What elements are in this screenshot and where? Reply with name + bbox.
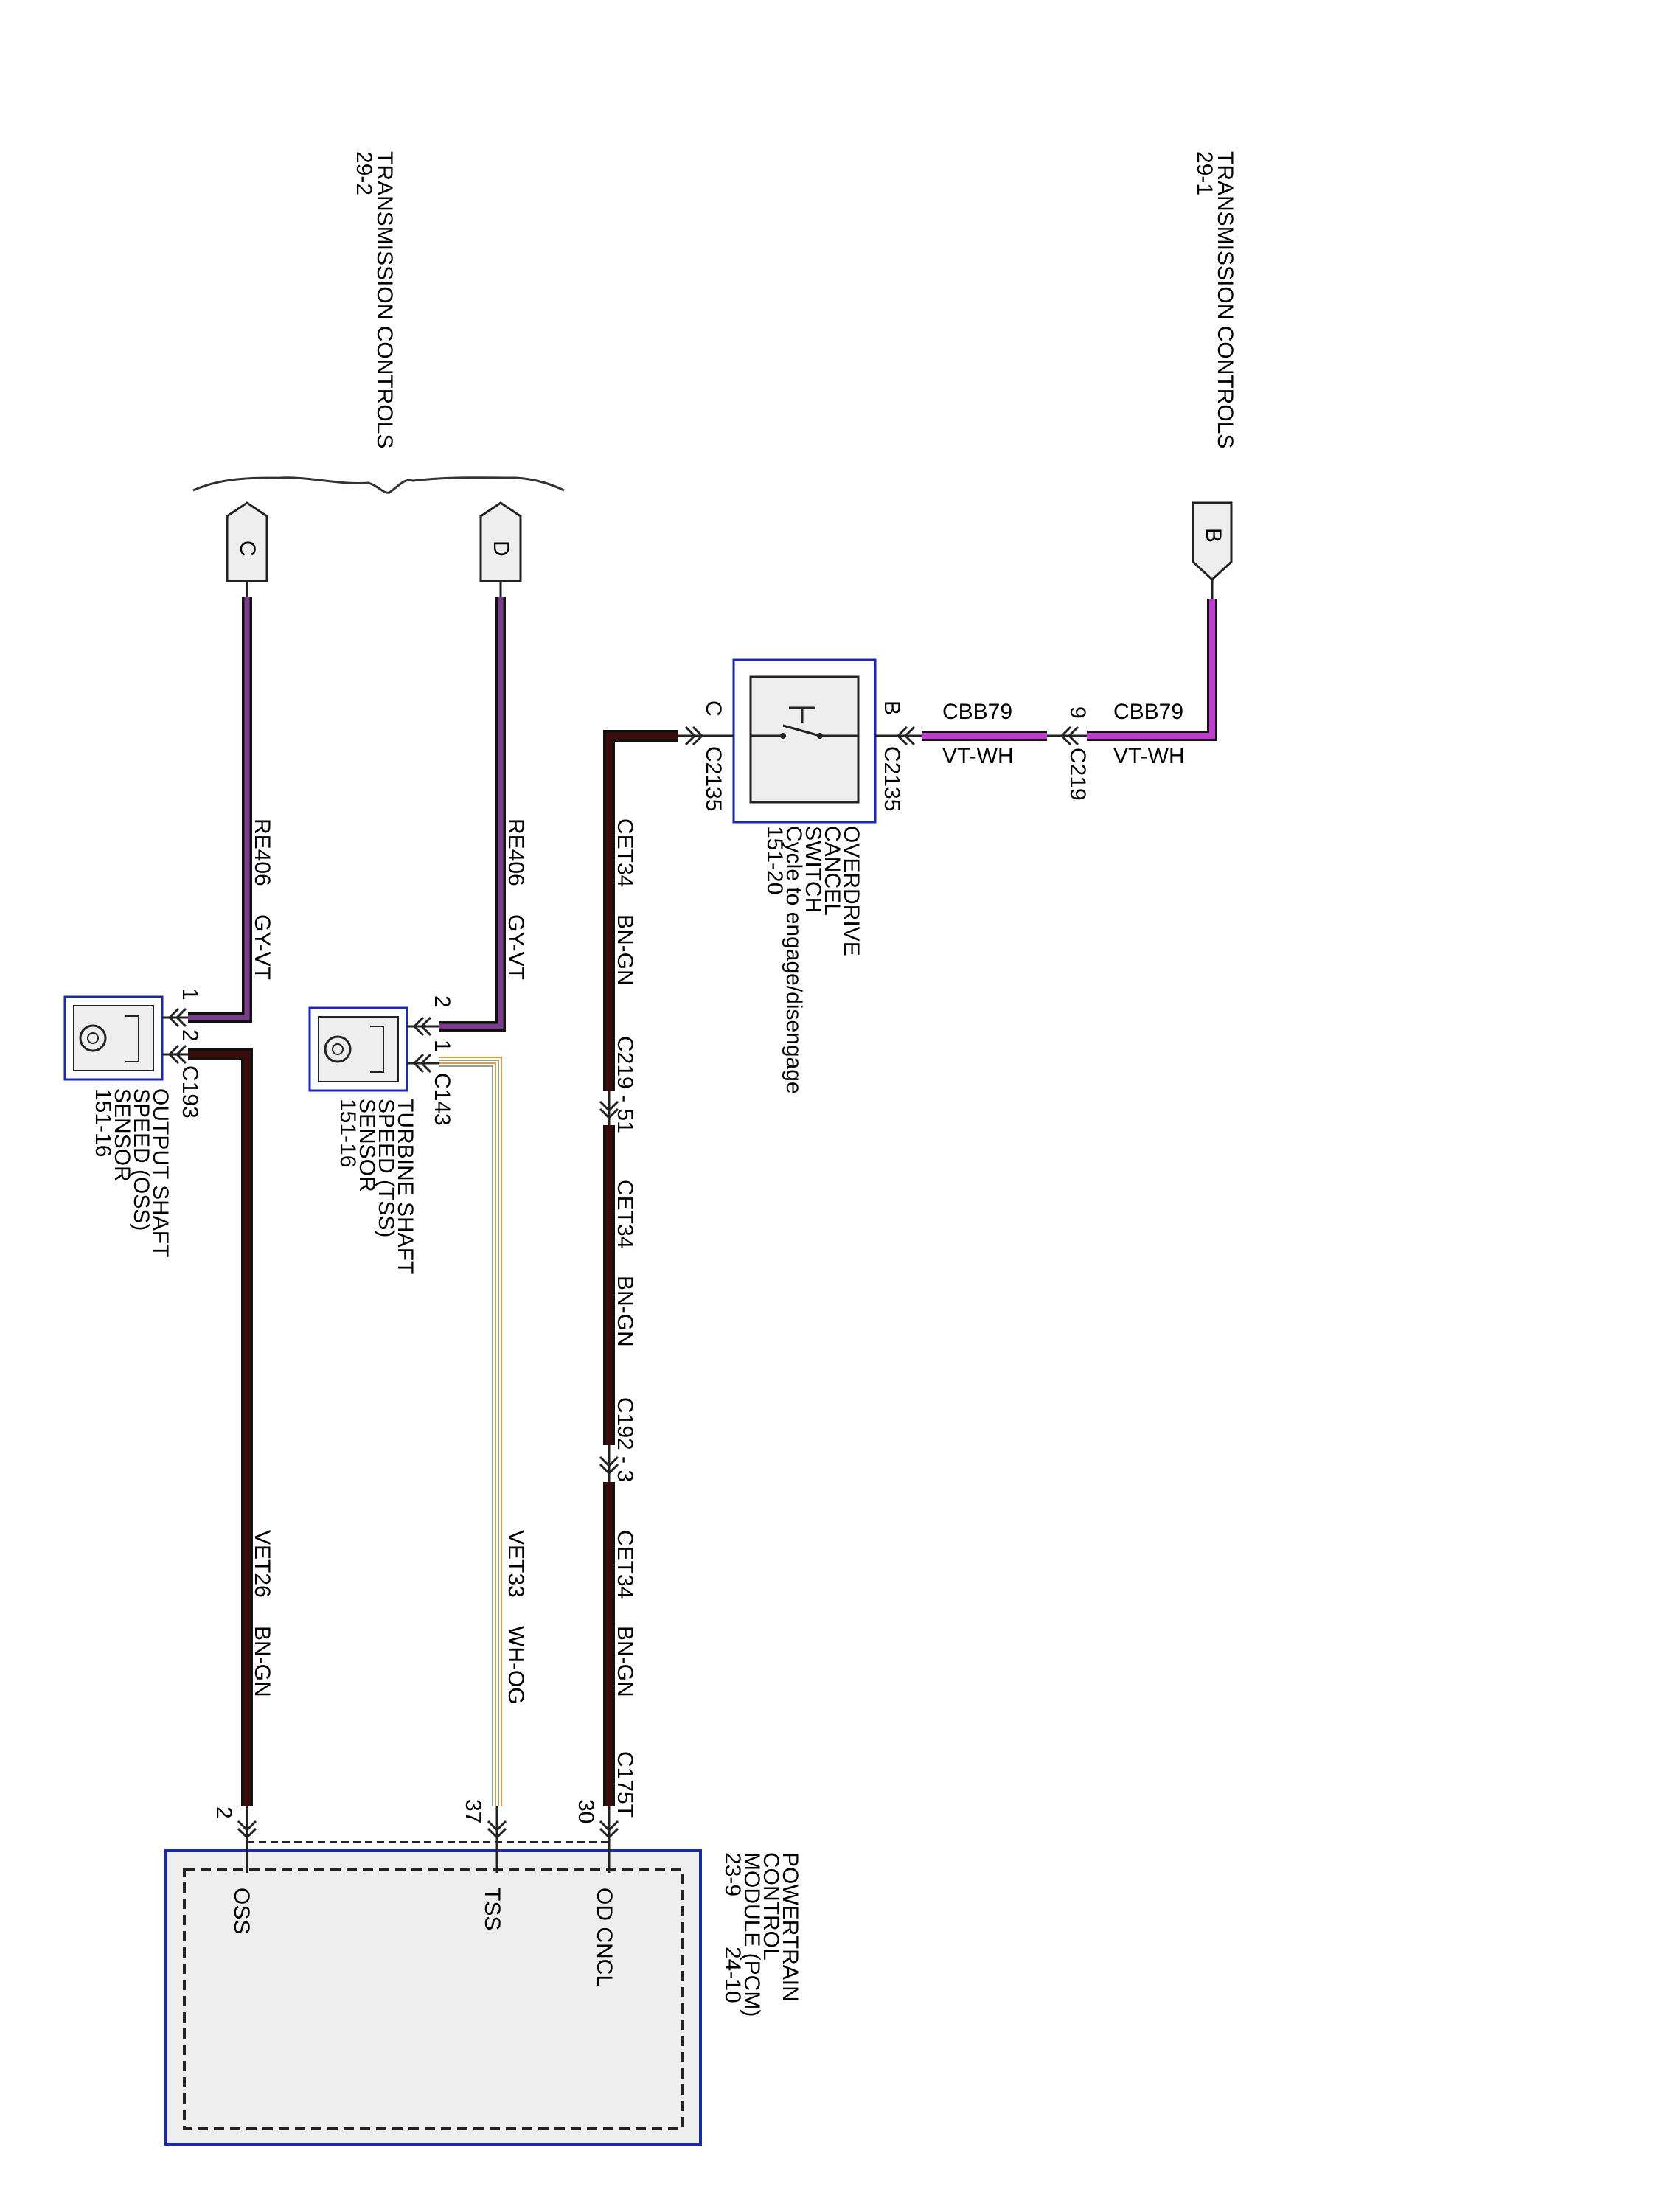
re406-d-color: GY-VT: [504, 914, 528, 980]
pcm-pin-od-label: OD CNCL: [592, 1888, 616, 1987]
wire-vet33: [439, 1057, 502, 1806]
cbb79-lower-color: VT-WH: [942, 744, 1014, 768]
tss-name-line2: SPEED (TSS): [374, 1099, 398, 1237]
tss-sensor[interactable]: [308, 1006, 439, 1092]
vet26-circuit: VET26: [250, 1530, 274, 1598]
re406-c-color: GY-VT: [250, 914, 274, 980]
pcm-pin-oss-num: 2: [212, 1806, 236, 1819]
cet34-c-circuit: CET34: [613, 1530, 637, 1599]
pcm-pin-od[interactable]: [599, 1806, 619, 1873]
tss-name-line4: 151-16: [335, 1099, 360, 1167]
tss-name-line1: TURBINE SHAFT: [393, 1099, 417, 1274]
ref-right-line2: 29-1: [1192, 151, 1217, 195]
cet34-b-circuit: CET34: [613, 1180, 637, 1248]
wire-vet26: [188, 1048, 253, 1806]
oss-conn: C193: [178, 1065, 202, 1119]
wire-re406-d: [439, 581, 506, 1032]
oss-pin1: 1: [178, 988, 202, 1001]
oss-name-line3: SENSOR: [110, 1088, 134, 1182]
wire-cet34: [603, 730, 678, 1806]
pcm-pin-od-num: 30: [574, 1799, 598, 1823]
switch-name-line2: CANCEL: [820, 826, 844, 916]
switch-pin-b: B: [880, 700, 904, 715]
offpage-connector-b[interactable]: B: [1192, 501, 1233, 582]
offpage-connector-c[interactable]: C: [226, 501, 268, 582]
tss-pin1: 1: [430, 1040, 454, 1052]
switch-name-line3: SWITCH: [801, 826, 825, 913]
switch-pin-c: C: [701, 700, 726, 717]
cbb79-upper-circuit: CBB79: [1113, 700, 1183, 724]
offpage-b-label: B: [1201, 528, 1225, 543]
overdrive-cancel-switch[interactable]: [678, 658, 922, 824]
oss-name-line4: 151-16: [91, 1088, 115, 1157]
pcm-ref: 23-9: [720, 1852, 745, 1896]
vet26-color: BN-GN: [250, 1626, 274, 1697]
pcm-pin-oss-label: OSS: [229, 1888, 254, 1934]
c219-connector[interactable]: [1047, 726, 1087, 746]
switch-conn-b: C2135: [880, 746, 904, 811]
pcm-pin-tss-label: TSS: [480, 1888, 504, 1930]
switch-name-line4: Cycle to engage/disengage: [782, 826, 806, 1094]
ref-right-line1: TRANSMISSION CONTROLS: [1213, 151, 1237, 448]
re406-c-circuit: RE406: [250, 818, 274, 886]
pcm-pin-tss-num: 37: [461, 1799, 485, 1823]
c175t-label: C175T: [613, 1751, 637, 1818]
wire-re406-c: [188, 581, 252, 1023]
pcm-ref2: 24-10: [720, 1947, 745, 2003]
cet34-b-color: BN-GN: [613, 1276, 637, 1347]
c219-pin: 9: [1065, 706, 1090, 719]
vet33-color: WH-OG: [504, 1626, 528, 1705]
c219-name: C219: [1065, 748, 1090, 801]
pcm-module[interactable]: [164, 1841, 702, 2146]
switch-conn-c: C2135: [701, 746, 726, 811]
offpage-d-label: D: [489, 540, 513, 557]
tss-pin2: 2: [430, 995, 454, 1008]
wire-cbb79: [922, 580, 1217, 741]
vet33-circuit: VET33: [504, 1530, 528, 1598]
cbb79-upper-color: VT-WH: [1113, 744, 1185, 768]
pcm-name-line2: CONTROL: [759, 1852, 783, 1961]
ref-left-line1: TRANSMISSION CONTROLS: [372, 151, 397, 448]
pcm-pin-oss[interactable]: [237, 1806, 257, 1873]
oss-sensor[interactable]: [63, 995, 188, 1081]
offpage-connector-d[interactable]: D: [479, 501, 522, 582]
offpage-c-label: C: [235, 540, 260, 557]
switch-name-line1: OVERDRIVE: [839, 826, 863, 956]
re406-d-circuit: RE406: [504, 818, 528, 886]
cet34-c-color: BN-GN: [613, 1626, 637, 1697]
cet34-a-circuit: CET34: [613, 818, 637, 887]
inline-1-label: C219 - 51: [613, 1036, 637, 1133]
pcm-name-line1: POWERTRAIN: [778, 1852, 802, 2002]
inline-2-label: C192 - 3: [613, 1397, 637, 1482]
oss-name-line1: OUTPUT SHAFT: [148, 1088, 173, 1257]
tss-name-line3: SENSOR: [355, 1099, 379, 1192]
oss-pin2: 2: [178, 1029, 202, 1042]
oss-name-line2: SPEED (OSS): [129, 1088, 153, 1231]
tss-conn: C143: [430, 1073, 454, 1126]
inline-connector-c219-51[interactable]: [599, 1091, 619, 1125]
pcm-name-line3: MODULE (PCM): [740, 1852, 764, 2017]
cet34-a-color: BN-GN: [613, 914, 637, 986]
ref-left-line2: 29-2: [352, 151, 376, 195]
pcm-pin-tss[interactable]: [487, 1806, 507, 1873]
inline-connector-c192-3[interactable]: [599, 1445, 619, 1482]
cbb79-lower-circuit: CBB79: [942, 700, 1012, 724]
break-line: [192, 476, 565, 494]
switch-name-line5: 151-20: [762, 826, 787, 894]
